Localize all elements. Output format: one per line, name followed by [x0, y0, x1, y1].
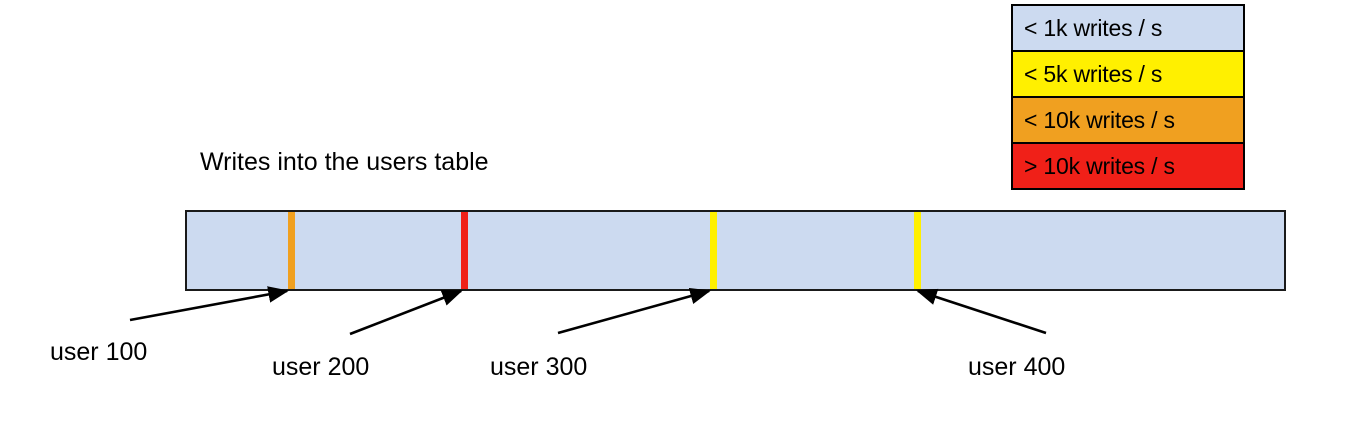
write-rate-legend: < 1k writes / s < 5k writes / s < 10k wr…: [1011, 4, 1245, 190]
legend-label-over-10k: > 10k writes / s: [1024, 152, 1175, 179]
legend-row-over-10k: > 10k writes / s: [1013, 144, 1243, 188]
legend-row-under-10k: < 10k writes / s: [1013, 98, 1243, 144]
legend-row-under-5k: < 5k writes / s: [1013, 52, 1243, 98]
legend-label-under-10k: < 10k writes / s: [1024, 106, 1175, 133]
legend-label-under-5k: < 5k writes / s: [1024, 60, 1163, 87]
bar-marker-user-100: [288, 212, 295, 289]
annotation-label-user-300: user 300: [490, 353, 588, 381]
arrow-user-100: [129, 286, 290, 322]
arrow-user-300: [557, 288, 712, 335]
bar-marker-user-300: [710, 212, 717, 289]
annotation-label-user-400: user 400: [968, 353, 1066, 381]
arrow-user-200: [349, 289, 463, 336]
legend-row-under-1k: < 1k writes / s: [1013, 6, 1243, 52]
bar-marker-user-200: [461, 212, 468, 289]
bar-marker-user-400: [914, 212, 921, 289]
chart-title: Writes into the users table: [200, 148, 489, 176]
legend-label-under-1k: < 1k writes / s: [1024, 14, 1163, 41]
users-table-bar: [185, 210, 1286, 291]
annotation-label-user-200: user 200: [272, 353, 370, 381]
annotation-label-user-100: user 100: [50, 338, 148, 366]
arrow-user-400: [916, 288, 1047, 335]
